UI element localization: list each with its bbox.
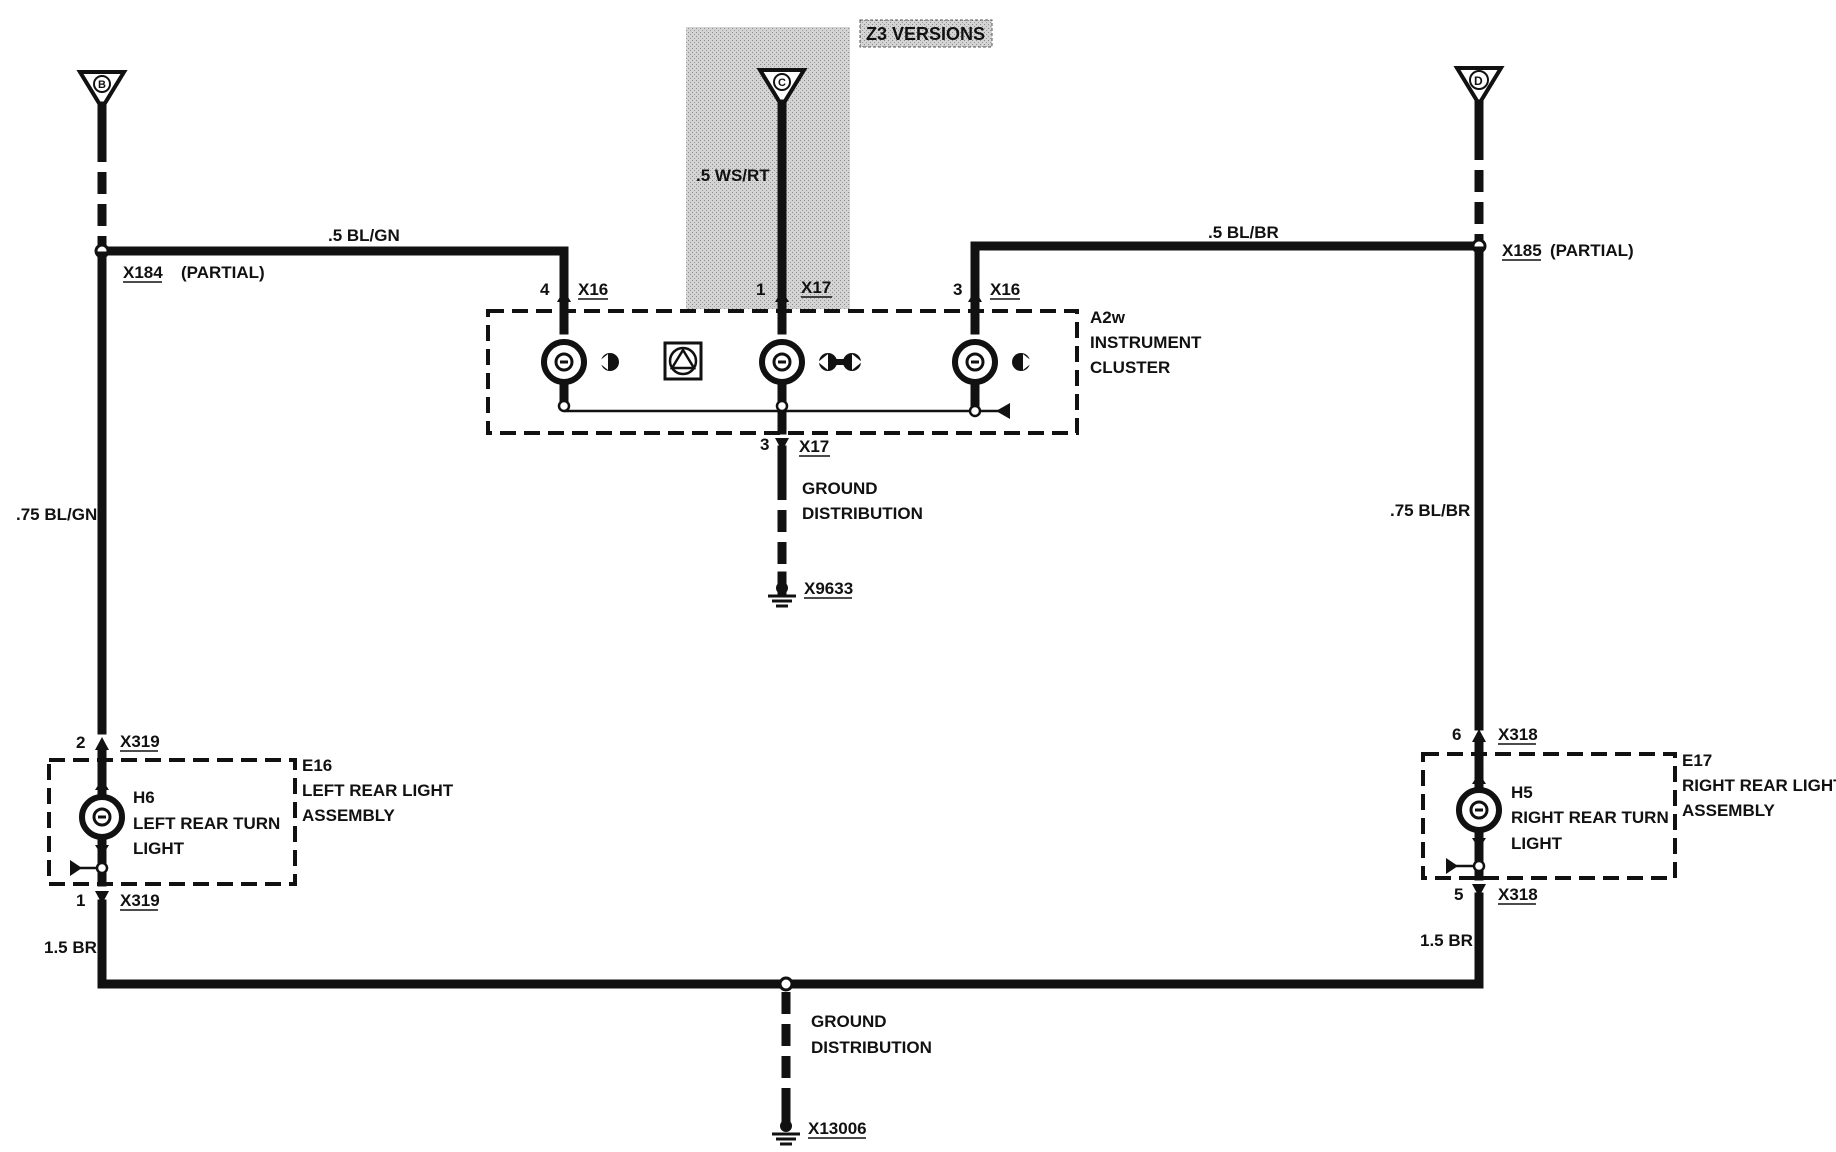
- cluster-pin-left-num: 4: [540, 280, 550, 299]
- cluster-pin-center-conn: X17: [801, 278, 831, 297]
- ground-symbol-x13006: [772, 1120, 800, 1146]
- connector-c: C: [756, 68, 808, 110]
- z3-label-box: [859, 19, 993, 48]
- splice-x184-note: (PARTIAL): [181, 263, 265, 282]
- right-pin-bottom-conn: X318: [1498, 885, 1538, 904]
- cluster-pin-right-num: 3: [953, 280, 962, 299]
- left-bulb-line1: LEFT REAR TURN: [133, 814, 280, 833]
- right-assembly-line1: RIGHT REAR LIGHT: [1682, 776, 1836, 795]
- cluster-pin-center-num: 1: [756, 280, 765, 299]
- left-bulb-line2: LIGHT: [133, 839, 185, 858]
- wire-label-bl-gn-top: .5 BL/GN: [328, 226, 400, 245]
- left-pin-bottom-conn: X319: [120, 891, 160, 910]
- right-pin-top-conn: X318: [1498, 725, 1538, 744]
- wire-ground-bus-bottom: [97, 892, 1484, 989]
- right-rear-light-box: [1421, 752, 1677, 880]
- pin-arrow-x318-bottom: [1472, 884, 1486, 897]
- wire-label-right-bottom: 1.5 BR: [1420, 931, 1473, 950]
- cluster-pin-left-conn: X16: [578, 280, 608, 299]
- wire-bl-gn-top: [97, 246, 569, 297]
- wire-bl-br-top: [970, 241, 1484, 297]
- pin-arrow-x319-bottom: [95, 891, 109, 904]
- left-rear-turn-bulb: [79, 794, 125, 840]
- left-assembly-code: E16: [302, 756, 332, 775]
- left-rear-light-box: [47, 758, 297, 886]
- left-assembly-line1: LEFT REAR LIGHT: [302, 781, 454, 800]
- ground-bottom-line2: DISTRIBUTION: [811, 1038, 932, 1057]
- cluster-bus-end-arrow: [996, 403, 1010, 419]
- wire-label-left-vertical: .75 BL/GN: [16, 505, 97, 524]
- right-bulb-code: H5: [1511, 783, 1533, 802]
- left-pin-bottom-num: 1: [76, 891, 85, 910]
- right-assembly-code: E17: [1682, 751, 1712, 770]
- right-pin-bottom-num: 5: [1454, 885, 1463, 904]
- wire-label-left-bottom: 1.5 BR: [44, 938, 97, 957]
- left-pin-top-conn: X319: [120, 732, 160, 751]
- svg-text:C: C: [778, 77, 786, 89]
- svg-text:D: D: [1474, 74, 1483, 88]
- cluster-bulb-left: [541, 339, 587, 385]
- right-bulb-line1: RIGHT REAR TURN: [1511, 808, 1669, 827]
- cluster-pin-ground-conn: X17: [799, 437, 829, 456]
- cluster-bulb-right: [952, 339, 998, 385]
- splice-x184-id: X184: [123, 263, 163, 282]
- right-assembly-line2: ASSEMBLY: [1682, 801, 1776, 820]
- ground-top-point: X9633: [804, 579, 853, 598]
- right-rear-turn-bulb: [1456, 787, 1502, 833]
- ground-bottom-line1: GROUND: [811, 1012, 887, 1031]
- right-bulb-line2: LIGHT: [1511, 834, 1563, 853]
- cluster-line2: CLUSTER: [1090, 358, 1170, 377]
- ground-top-line2: DISTRIBUTION: [802, 504, 923, 523]
- ground-bottom-point: X13006: [808, 1119, 867, 1138]
- left-assembly-line2: ASSEMBLY: [302, 806, 396, 825]
- wire-label-right-vertical: .75 BL/BR: [1390, 501, 1470, 520]
- cluster-line1: INSTRUMENT: [1090, 333, 1202, 352]
- splice-x185-id: X185: [1502, 241, 1542, 260]
- cluster-pin-ground-num: 3: [760, 435, 769, 454]
- pin-arrow-cluster-ground: [775, 438, 789, 451]
- left-bulb-code: H6: [133, 788, 155, 807]
- left-turn-arrow-icon: [598, 353, 619, 371]
- cluster-pin-right-conn: X16: [990, 280, 1020, 299]
- z3-versions-label: Z3 VERSIONS: [866, 24, 985, 44]
- connector-b: B: [76, 70, 128, 112]
- connector-d: D: [1453, 66, 1505, 108]
- splice-bottom-ground: [778, 976, 794, 992]
- hazard-warning-icon: [663, 341, 703, 381]
- left-pin-top-num: 2: [76, 733, 85, 752]
- right-turn-arrow-icon: [1012, 353, 1033, 371]
- wire-label-ws-rt: .5 WS/RT: [696, 166, 770, 185]
- cluster-code: A2w: [1090, 308, 1126, 327]
- svg-text:B: B: [98, 79, 106, 91]
- ground-symbol-x9633: [768, 582, 796, 608]
- wire-label-bl-br-top: .5 BL/BR: [1208, 223, 1279, 242]
- cluster-bulb-center: [759, 339, 805, 385]
- splice-x185-note: (PARTIAL): [1550, 241, 1634, 260]
- ground-top-line1: GROUND: [802, 479, 878, 498]
- right-pin-top-num: 6: [1452, 725, 1461, 744]
- turn-signal-both-icon: [818, 353, 862, 371]
